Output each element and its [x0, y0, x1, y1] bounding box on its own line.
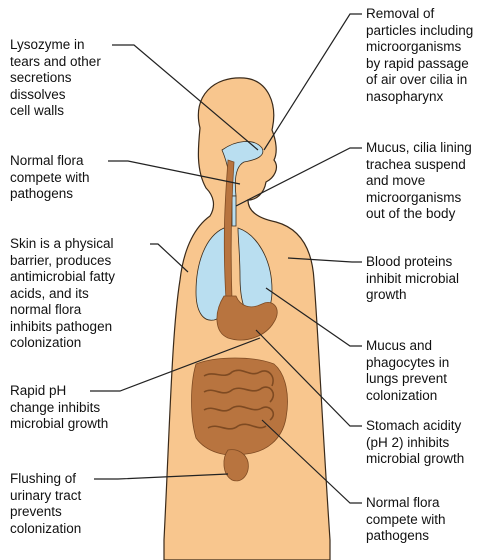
- label-rapid-ph: Rapid pH change inhibits microbial growt…: [10, 383, 109, 431]
- label-lung-phagocytes: Mucus and phagocytes in lungs prevent co…: [366, 338, 450, 403]
- label-normal-flora-intestine: Normal flora compete with pathogens: [366, 495, 446, 543]
- label-skin-barrier: Skin is a physical barrier, produces ant…: [10, 236, 116, 350]
- leader-normal-flora-throat: [108, 160, 241, 185]
- leader-urinary-flushing: [94, 473, 229, 480]
- label-mucus-trachea: Mucus, cilia lining trachea suspend and …: [366, 140, 472, 221]
- trachea: [231, 195, 237, 227]
- leader-blood-proteins: [287, 257, 362, 263]
- leader-mucus-trachea: [235, 147, 362, 207]
- leader-lines: [90, 13, 362, 504]
- leader-stomach-acidity: [255, 329, 362, 427]
- label-lysozyme: Lysozyme in tears and other secretions d…: [10, 37, 101, 118]
- leader-lysozyme: [112, 44, 259, 151]
- leader-rapid-ph: [90, 337, 261, 392]
- stomach: [216, 295, 278, 341]
- leader-cilia-nasopharynx: [263, 13, 362, 151]
- label-normal-flora-throat: Normal flora compete with pathogens: [10, 153, 90, 201]
- label-urinary-flushing: Flushing of urinary tract prevents colon…: [10, 471, 82, 536]
- bladder: [223, 449, 249, 482]
- label-stomach-acidity: Stomach acidity (pH 2) inhibits microbia…: [366, 418, 465, 466]
- leader-skin-barrier: [150, 243, 189, 273]
- label-blood-proteins: Blood proteins inhibit microbial growth: [366, 254, 460, 302]
- leader-normal-flora-intestine: [261, 419, 362, 504]
- leader-lung-phagocytes: [265, 287, 362, 347]
- intestine-coils: [203, 369, 275, 430]
- label-cilia-nasopharynx: Removal of particles including microorga…: [366, 6, 474, 104]
